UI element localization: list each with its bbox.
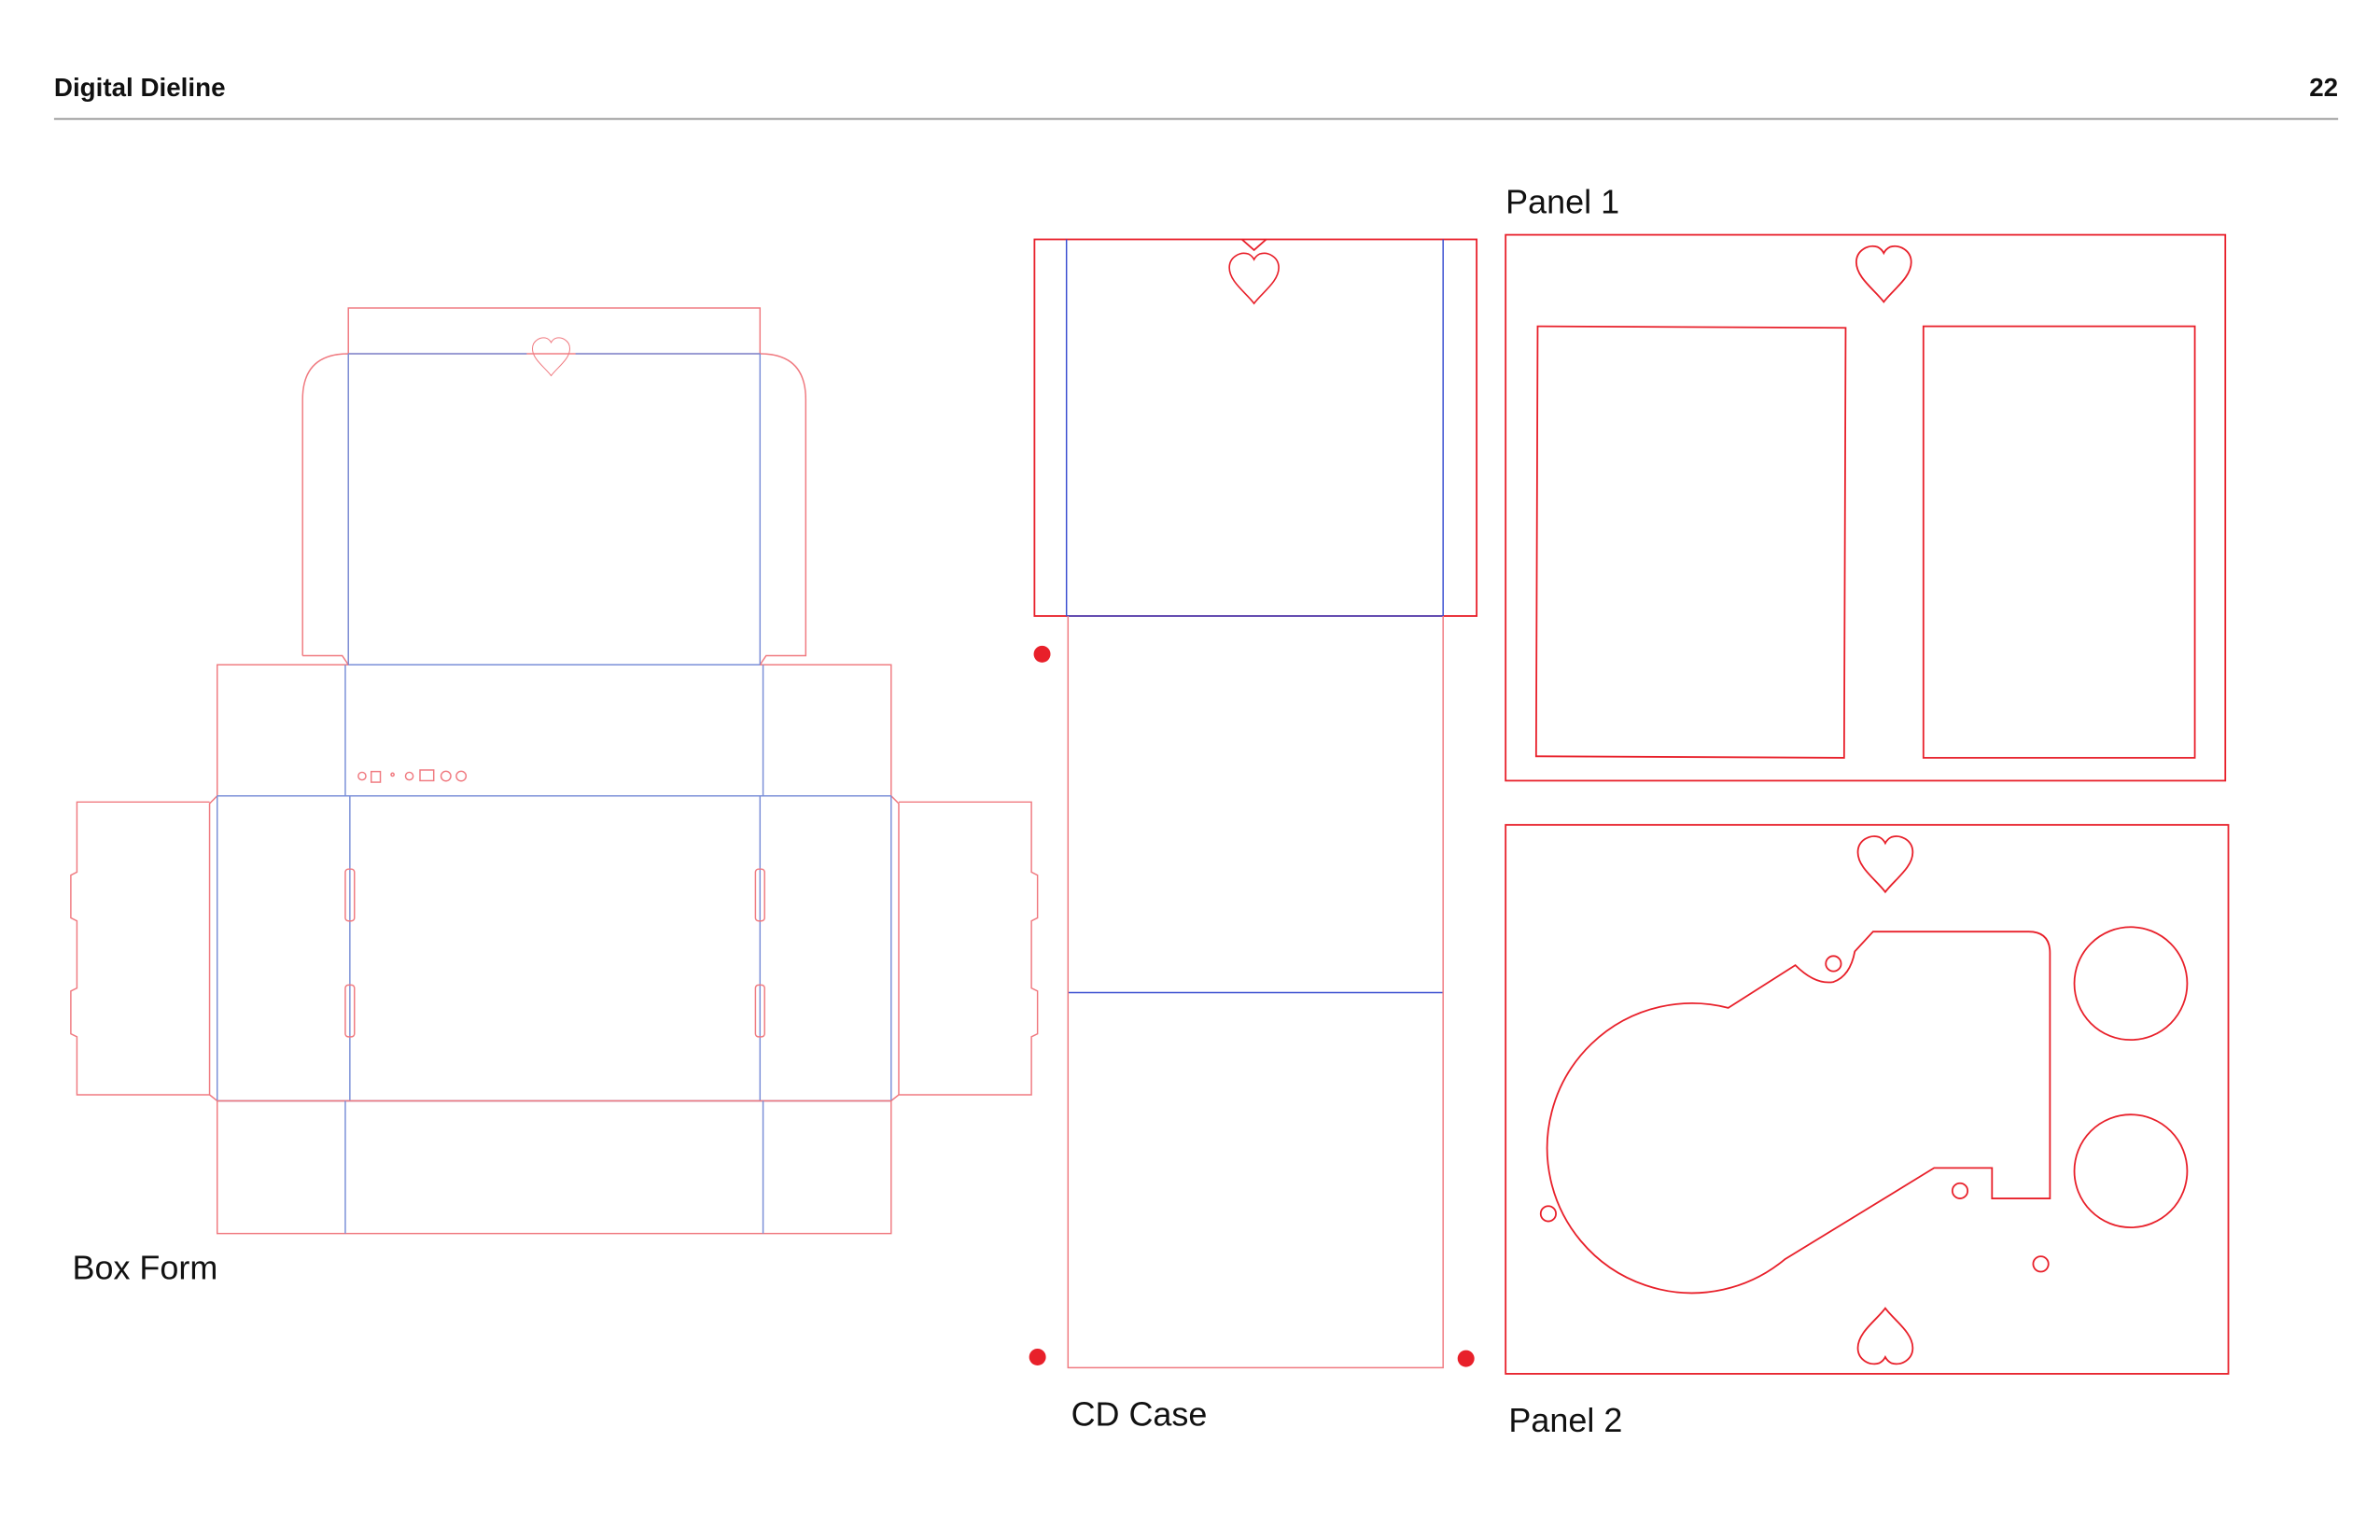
cd-case-label: CD Case [1071,1394,1208,1433]
panel-1-label: Panel 1 [1505,183,1619,221]
heart-cutout-icon [1856,835,1914,893]
registration-mark [1457,1350,1475,1367]
panel-1-dieline [1505,233,2227,782]
heart-cutout-icon [1855,245,1912,303]
registration-mark [1033,645,1051,663]
document-title: Digital Dieline [54,73,226,102]
device-cutout [1546,931,2051,1295]
vent-holes [357,769,468,783]
heart-cutout-icon [531,337,571,377]
panel-2-dieline [1505,823,2230,1375]
heart-cutout-icon [1228,252,1280,304]
page-number: 22 [2309,73,2338,102]
box-form-dieline [70,307,1039,1235]
cd-case-dieline [1029,238,1478,1369]
heart-cutout-icon [1856,1307,1914,1365]
panel-2-label: Panel 2 [1508,1401,1622,1439]
registration-mark [1029,1348,1046,1365]
box-form-label: Box Form [73,1249,218,1287]
